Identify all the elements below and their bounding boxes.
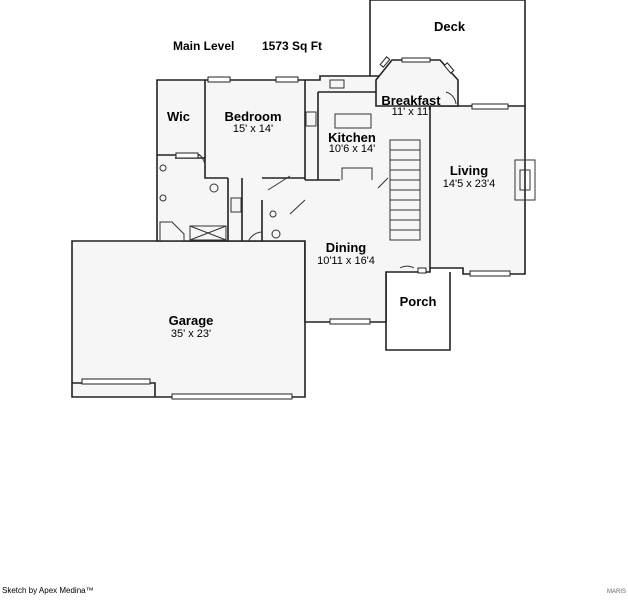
room-bedroom-name: Bedroom	[224, 109, 281, 124]
door-bedroom	[199, 154, 206, 173]
room-breakfast-name: Breakfast	[381, 93, 441, 108]
watermark: MARIS	[606, 589, 626, 595]
window-living-bottom	[469, 270, 511, 277]
window-wic	[175, 152, 199, 159]
window-living-top	[471, 103, 509, 110]
room-garage-dims: 35' x 23'	[171, 328, 211, 340]
door-powder	[247, 231, 263, 243]
room-garage-name: Garage	[169, 313, 214, 328]
toilet-bath	[209, 183, 219, 193]
sketch-credit: Sketch by Apex Medina™	[2, 586, 94, 595]
plan-area-label: 1573 Sq Ft	[262, 39, 322, 53]
plan-level-label: Main Level	[173, 39, 234, 53]
bay-window-3	[443, 62, 455, 74]
sink-1	[159, 164, 167, 172]
sink-kitchen	[329, 79, 345, 89]
door-deck	[445, 91, 457, 105]
room-kitchen-name: Kitchen	[328, 130, 376, 145]
garage-door-right-panel	[171, 393, 293, 400]
bay-window-2	[401, 57, 431, 63]
kitchen-island	[334, 113, 372, 129]
bathtub	[189, 225, 227, 241]
vanity-bath	[230, 197, 242, 213]
sink-powder	[269, 210, 277, 218]
room-living-name: Living	[450, 163, 488, 178]
toilet-powder	[271, 229, 281, 239]
window-bedroom-2	[275, 76, 299, 83]
bay-window-1	[379, 56, 391, 68]
stair-treads	[390, 149, 420, 231]
deck-outline	[369, 0, 526, 106]
breakfast-bay	[375, 59, 459, 107]
door-hall-1	[267, 175, 306, 215]
fireplace-hearth	[519, 169, 531, 191]
room-deck-name: Deck	[434, 19, 466, 34]
door-porch	[399, 265, 415, 269]
garage-door-left-panel	[81, 378, 151, 385]
room-breakfast-dims: 11' x 11'	[392, 106, 431, 118]
window-bedroom-1	[207, 76, 231, 83]
window-dining	[329, 318, 371, 325]
kitchen-counter	[341, 167, 373, 180]
room-dining-name: Dining	[326, 240, 366, 255]
shower	[159, 221, 185, 242]
porch-outline	[385, 272, 451, 351]
room-porch-name: Porch	[400, 294, 437, 309]
room-bedroom-dims: 15' x 14'	[233, 123, 273, 135]
room-living-dims: 14'5 x 23'4	[443, 178, 496, 190]
fireplace	[514, 159, 536, 201]
sink-2	[159, 194, 167, 202]
room-dining-dims: 10'11 x 16'4	[317, 255, 375, 267]
door-dining	[377, 177, 389, 189]
room-wic-name: Wic	[167, 109, 190, 124]
window-front	[417, 267, 427, 274]
room-kitchen-dims: 10'6 x 14'	[329, 143, 375, 155]
cooktop	[305, 111, 317, 127]
